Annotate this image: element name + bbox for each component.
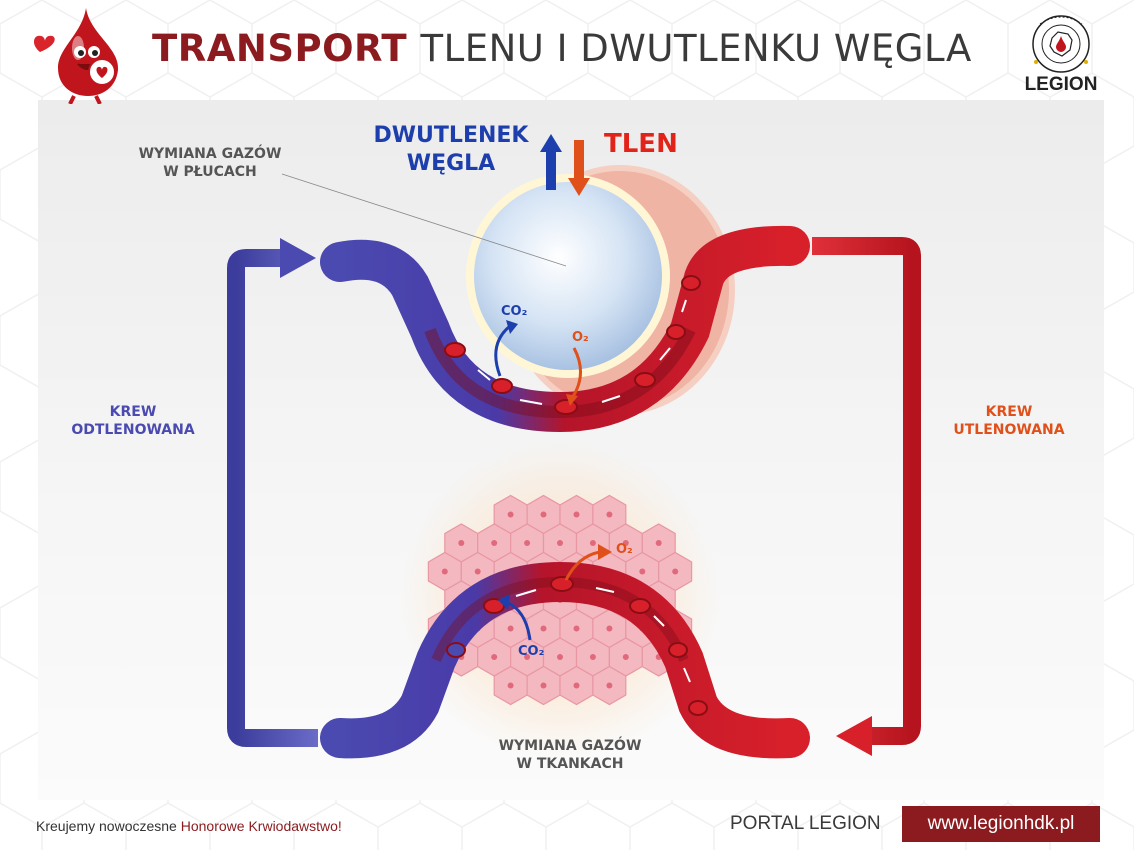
tissue-o2-label: O₂ (616, 542, 633, 557)
tissue-cell-nucleus (606, 682, 613, 689)
deoxygenated-label: KREW ODTLENOWANA (58, 404, 208, 439)
o2-uptake-arrow (570, 347, 582, 399)
footer-tagline-accent: Honorowe Krwiodawstwo! (180, 818, 342, 834)
deoxygenated-line1: KREW (109, 404, 157, 420)
tissue-cell-nucleus (540, 682, 547, 689)
lung-o2-label: O₂ (572, 330, 589, 345)
tissue-cell-nucleus (639, 568, 646, 575)
deoxygenated-line2: ODTLENOWANA (71, 421, 195, 438)
legion-logo-icon (1032, 15, 1090, 73)
carbon-dioxide-label: DWUTLENEK WĘGLA (366, 122, 536, 177)
lung-exchange-label: WYMIANA GAZÓW W PŁUCACH (120, 146, 300, 181)
tissue-cell-nucleus (441, 568, 448, 575)
tissue-cell-nucleus (507, 682, 514, 689)
title-bold: TRANSPORT (152, 27, 408, 70)
gas-exchange-arrows-icon (540, 134, 590, 196)
tissue-exchange-line2: W TKANKACH (516, 755, 624, 772)
tissue-cell-nucleus (573, 625, 580, 632)
tissue-cell-nucleus (524, 654, 531, 660)
lung-exchange-line2: W PŁUCACH (163, 163, 257, 180)
title-regular: TLENU I DWUTLENKU WĘGLA (420, 27, 972, 70)
oxygenated-flow-arrow (812, 237, 921, 756)
lung-flow-arrows (477, 299, 687, 405)
co2-uptake-arrow (505, 600, 532, 641)
tissue-cell-nucleus (557, 654, 563, 660)
oxygenated-line2: UTLENOWANA (953, 421, 1065, 438)
tissue-cell-nucleus (458, 540, 465, 546)
lung-alveolus-icon (466, 165, 735, 415)
carbon-dioxide-line2: WĘGLA (406, 150, 496, 176)
website-link[interactable]: www.legionhdk.pl (902, 806, 1100, 842)
footer-tagline-prefix: Kreujemy nowoczesne (36, 818, 181, 834)
tissue-cell-nucleus (524, 540, 531, 546)
tissue-cell-nucleus (672, 568, 679, 575)
tissue-cell-nucleus (507, 625, 514, 632)
tissue-cell-nucleus (655, 540, 662, 546)
tissue-cell-nucleus (589, 540, 596, 546)
oxygenated-line1: KREW (985, 404, 1033, 420)
tissue-cell-nucleus (540, 625, 547, 632)
tissue-cell-nucleus (557, 540, 563, 546)
o2-release-arrow (564, 550, 601, 581)
page-title: TRANSPORT TLENU I DWUTLENKU WĘGLA (152, 30, 972, 67)
co2-release-arrow (494, 324, 511, 377)
lung-exchange-line1: WYMIANA GAZÓW (138, 146, 282, 162)
blood-drop-mascot-icon (33, 8, 119, 104)
carbon-dioxide-line1: DWUTLENEK (373, 123, 529, 148)
tissue-cell-nucleus (606, 625, 613, 632)
tissue-cell-nucleus (540, 511, 547, 518)
lung-co2-label: CO₂ (501, 304, 528, 319)
tissue-cell-nucleus (491, 540, 498, 546)
oxygenated-label: KREW UTLENOWANA (934, 404, 1084, 439)
deoxygenated-return-arrow (227, 238, 318, 747)
tissue-cell-nucleus (606, 511, 613, 518)
tissue-exchange-label: WYMIANA GAZÓW W TKANKACH (470, 738, 670, 773)
tissue-blood-cells (446, 576, 708, 716)
tissue-cell-nucleus (573, 682, 580, 689)
tissue-cell-nucleus (507, 511, 514, 518)
tissue-cell-nucleus (474, 568, 481, 575)
tissue-co2-label: CO₂ (518, 644, 545, 659)
lung-blood-cells (444, 275, 701, 415)
tissue-exchange-line1: WYMIANA GAZÓW (498, 738, 642, 754)
oxygen-label: TLEN (604, 129, 678, 159)
tissue-cell-nucleus (589, 654, 596, 660)
logo-name: LEGION (1024, 74, 1098, 95)
tissue-cell-nucleus (622, 654, 629, 660)
portal-name: PORTAL LEGION (730, 813, 881, 834)
footer-tagline: Kreujemy nowoczesne Honorowe Krwiodawstw… (36, 818, 342, 834)
tissue-cell-nucleus (573, 511, 580, 518)
tissue-flow-arrows (515, 587, 691, 683)
tissue-cell-nucleus (622, 540, 629, 546)
tissue-cell-nucleus (491, 654, 498, 660)
